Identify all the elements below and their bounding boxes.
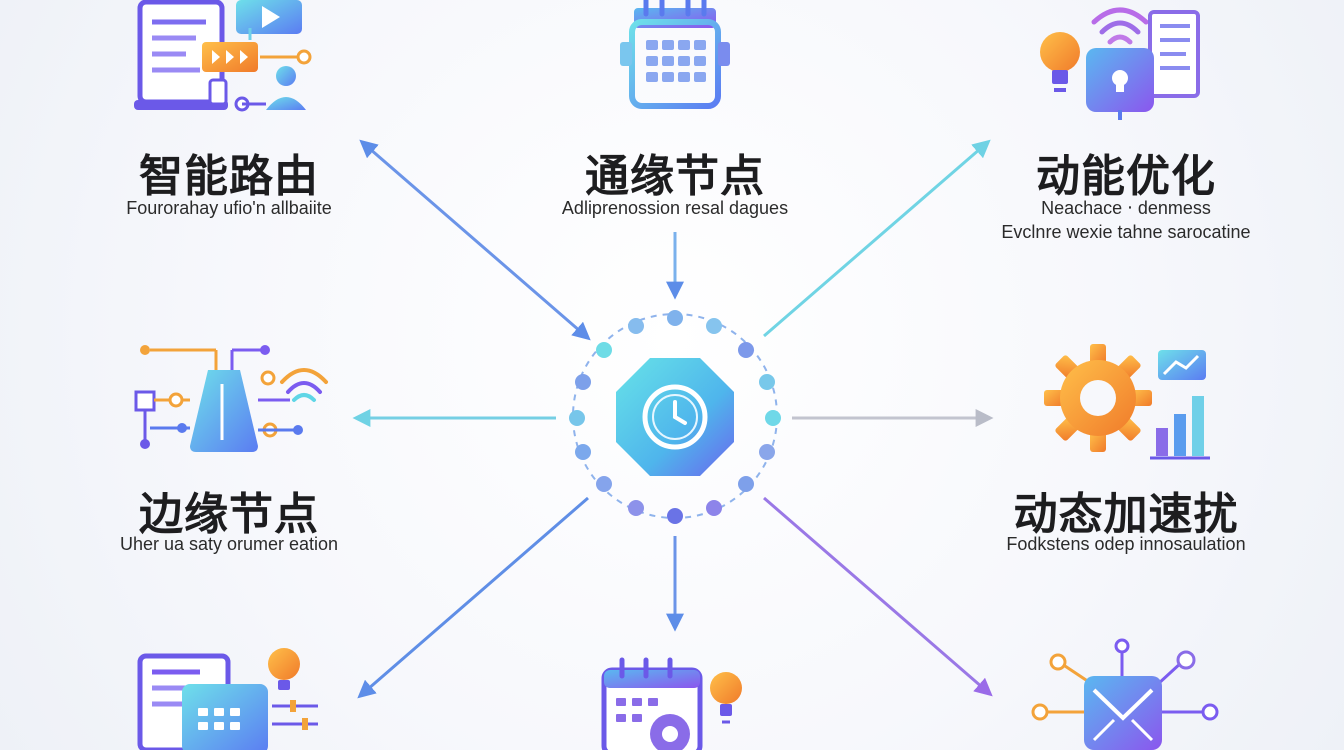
node-title-top-right: 动能优化 <box>1036 151 1216 202</box>
network-flask-icon <box>134 345 328 452</box>
node-title-top-center: 通缘节点 <box>585 151 765 202</box>
node-caption-top-right-line1: Neachace ‧ denmess <box>1041 198 1211 218</box>
arrow-to-bottom-left <box>357 496 589 699</box>
lightbulb-wifi-icon <box>1040 7 1200 120</box>
node-caption-top-left: Fourorahay ufio'n allbaiite <box>126 198 332 218</box>
documents-calculator-icon <box>137 648 318 750</box>
node-title-middle-left: 边缘节点 <box>139 489 319 540</box>
gear-chart-icon <box>1044 344 1210 460</box>
node-title-top-left: 智能路由 <box>139 151 319 202</box>
node-caption-middle-right: Fodkstens odep innosaulation <box>1006 534 1246 554</box>
node-caption-middle-left: Uher ua saty orumer eation <box>119 534 339 554</box>
central-hub <box>569 310 781 524</box>
node-caption-top-center: Adliprenossion resal dagues <box>561 198 789 218</box>
presentation-screen-icon <box>134 0 312 112</box>
node-title-middle-right: 动态加速扰 <box>1013 489 1239 540</box>
calendar-grid-icon <box>620 0 730 109</box>
arrow-to-top-right <box>763 139 991 338</box>
hub-ring-dots <box>569 310 781 524</box>
arrow-to-bottom-right <box>763 496 993 697</box>
calendar-gear-icon <box>601 657 742 750</box>
arrow-to-top-left <box>359 139 591 341</box>
network-envelope-icon <box>1031 638 1219 750</box>
node-caption-top-right-line2: Evclnre wexie tahne sarocatine <box>1001 222 1251 242</box>
